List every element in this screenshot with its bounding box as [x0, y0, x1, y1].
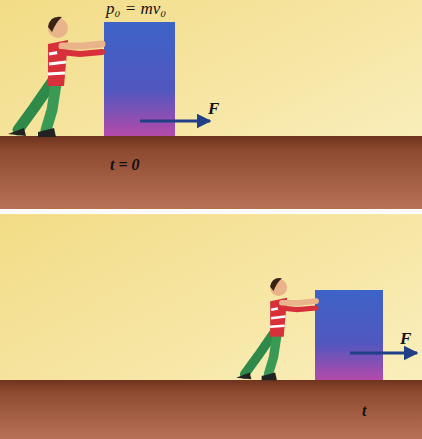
background — [0, 0, 422, 209]
momentum-label: p₀ = mv₀ — [106, 0, 166, 19]
time-label: t = 0 — [110, 156, 140, 174]
pushing-man — [236, 278, 316, 380]
force-arrow — [350, 352, 417, 355]
block — [315, 290, 383, 380]
panel-gap — [0, 209, 422, 214]
background — [0, 214, 422, 439]
pushing-man — [8, 17, 102, 137]
force-label: F — [400, 330, 411, 349]
block — [104, 22, 175, 136]
time-label: t — [362, 402, 366, 420]
ground — [0, 136, 422, 209]
force-label: F — [208, 100, 219, 119]
force-arrow — [140, 120, 210, 123]
ground — [0, 380, 422, 439]
